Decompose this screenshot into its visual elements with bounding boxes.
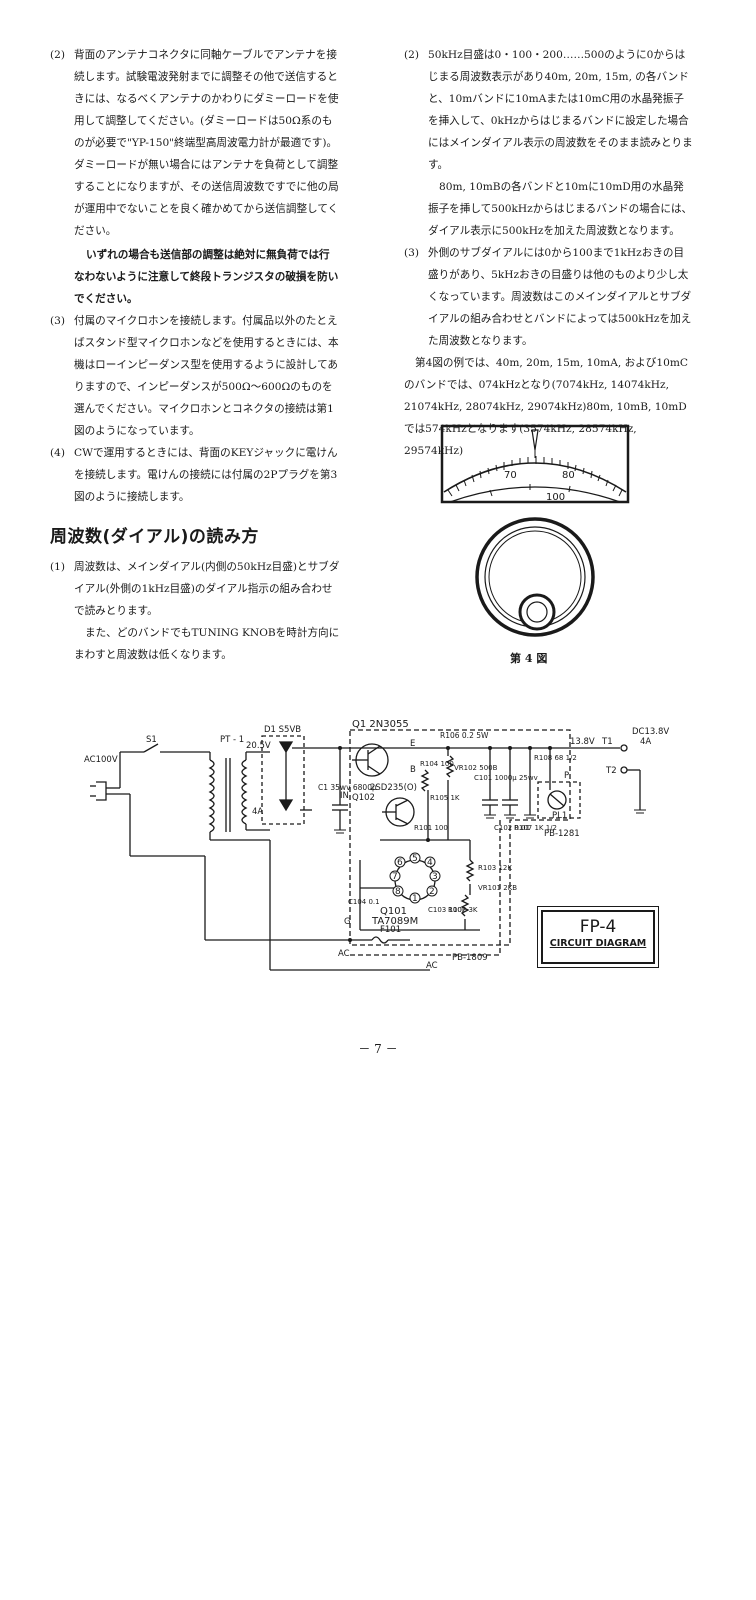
- dial-tick-70: 70: [504, 470, 517, 481]
- ic-pin-label: 2: [429, 887, 435, 897]
- figure-caption: 第 4 図: [510, 652, 548, 665]
- item-text: 付属のマイクロホンを接続します。付属品以外のたとえばスタンド型マイクロホンなどを…: [74, 315, 339, 437]
- circuit-subtitle: CIRCUIT DIAGRAM: [549, 938, 647, 949]
- label-q102a: 2SD235(O): [370, 783, 417, 793]
- label-in: IN: [340, 791, 349, 801]
- label-p: P: [564, 771, 569, 781]
- dial-window: 70 80 100: [440, 424, 630, 504]
- item-number: (1): [50, 561, 66, 573]
- label-vr101: VR101 2KB: [478, 884, 517, 892]
- tuning-knob: [475, 517, 595, 637]
- circuit-title: FP-4: [579, 917, 617, 937]
- label-r106: R106 0.2 5W: [440, 731, 489, 740]
- label-g: G: [344, 917, 351, 927]
- label-q102b: Q102: [352, 793, 375, 803]
- label-t1: T1: [601, 737, 613, 747]
- item-number: (3): [404, 247, 420, 259]
- item-text: 50kHz目盛は0・100・200……500のように0からはじまる周波数表示があ…: [428, 49, 693, 171]
- left-item-2: (2) 背面のアンテナコネクタに同軸ケーブルでアンテナを接続します。試験電波発射…: [50, 44, 340, 242]
- label-dc: DC13.8V: [632, 727, 669, 737]
- label-ac100v: AC100V: [84, 755, 118, 765]
- label-r107: R107 1K 1/2: [514, 824, 557, 832]
- label-d1: D1 S5VB: [264, 725, 301, 735]
- ic-pin-label: 5: [412, 854, 418, 864]
- right-paragraph-1: 80m, 10mBの各バンドと10mに10mD用の水晶発振子を挿して500kHz…: [428, 181, 693, 237]
- right-column: (2) 50kHz目盛は0・100・200……500のように0からはじまる周波数…: [404, 44, 694, 462]
- dial-figure: 70 80 100: [440, 424, 630, 637]
- section-title: 周波数(ダイアル)の読み方: [50, 527, 259, 547]
- label-dc-4a: 4A: [640, 737, 651, 747]
- label-q1: Q1 2N3055: [352, 719, 409, 730]
- right-item-2: (2) 50kHz目盛は0・100・200……500のように0からはじまる周波数…: [404, 44, 694, 176]
- item-number: (2): [404, 49, 420, 61]
- label-s1: S1: [146, 735, 157, 745]
- label-r108: R108 68 1/2: [534, 754, 577, 762]
- label-c103: C103 100P: [428, 906, 466, 914]
- label-t2: T2: [605, 766, 617, 776]
- label-q101b: TA7089M: [371, 916, 418, 927]
- item-text: 外側のサブダイアルには0から100まで1kHzおきの目盛りがあり、5kHzおきの…: [428, 247, 692, 347]
- left-column: (2) 背面のアンテナコネクタに同軸ケーブルでアンテナを接続します。試験電波発射…: [50, 44, 340, 508]
- section-item-1: (1) 周波数は、メインダイアル(内側の50kHz目盛)とサブダイアル(外側の1…: [50, 556, 340, 622]
- dial-tick-80: 80: [562, 470, 575, 481]
- section-paragraph: また、どのバンドでもTUNING KNOBを時計方向にまわすと周波数は低くなりま…: [74, 627, 340, 661]
- label-c101: C101 1000μ 25wv: [474, 774, 538, 782]
- item-text: 背面のアンテナコネクタに同軸ケーブルでアンテナを接続します。試験電波発射までに調…: [74, 49, 339, 237]
- ic-pin-label: 6: [397, 858, 403, 868]
- ic-pin-label: 8: [395, 887, 401, 897]
- label-r105: R105 1K: [430, 794, 460, 802]
- item-text: 周波数は、メインダイアル(内側の50kHz目盛)とサブダイアル(外側の1kHz目…: [74, 561, 340, 617]
- section-body: (1) 周波数は、メインダイアル(内側の50kHz目盛)とサブダイアル(外側の1…: [50, 556, 340, 666]
- dial-tick-100: 100: [546, 492, 565, 503]
- label-20-5v: 20.5V: [246, 741, 271, 751]
- label-e: E: [410, 739, 415, 749]
- label-r102: R102 3K: [448, 906, 478, 914]
- item-number: (2): [50, 49, 66, 61]
- circuit-title-box: FP-4 CIRCUIT DIAGRAM: [537, 906, 659, 968]
- left-item-4: (4) CWで運用するときには、背面のKEYジャックに電けんを接続します。電けん…: [50, 442, 340, 508]
- label-ac-2: AC: [426, 961, 438, 971]
- label-pb1809: PB-1809: [452, 953, 488, 963]
- label-f101: F101: [380, 925, 401, 935]
- label-q101a: Q101: [380, 906, 407, 917]
- label-r103: R103 12K: [478, 864, 512, 872]
- label-ac-1: AC: [338, 949, 350, 959]
- label-c102: C102 0.01: [494, 824, 530, 832]
- page-number: － 7 －: [358, 1042, 398, 1056]
- circuit-diagram: 5 6 4 7 3 8 2 1 AC100V S1 PT - 1 D1 S5VB…: [84, 719, 669, 971]
- item-number: (4): [50, 447, 66, 459]
- label-r104: R104 100: [420, 760, 454, 768]
- ic-pin-label: 4: [427, 858, 433, 868]
- label-c104: C104 0.1: [348, 898, 380, 906]
- item-number: (3): [50, 315, 66, 327]
- item-text: CWで運用するときには、背面のKEYジャックに電けんを接続します。電けんの接続に…: [74, 447, 338, 503]
- ic-pin-label: 1: [412, 894, 418, 904]
- label-c1: C1 35wv 6800μ: [318, 783, 377, 792]
- label-pl1: PL1: [552, 811, 567, 821]
- label-r101: R101 100: [414, 824, 448, 832]
- ic-pin-label: 3: [432, 872, 438, 882]
- warning-text: いずれの場合も送信部の調整は絶対に無負荷では行なわないように注意して終段トランジ…: [74, 249, 339, 305]
- label-pt1: PT - 1: [220, 735, 244, 745]
- ic-pin-label: 7: [392, 872, 398, 882]
- label-pb1281: PB-1281: [544, 829, 580, 839]
- right-item-3: (3) 外側のサブダイアルには0から100まで1kHzおきの目盛りがあり、5kH…: [404, 242, 694, 352]
- label-4a: 4A: [252, 807, 263, 817]
- label-13-8v: 13.8V: [570, 737, 595, 747]
- label-vr102: VR102 500B: [454, 764, 498, 772]
- label-b: B: [410, 765, 416, 775]
- left-item-3: (3) 付属のマイクロホンを接続します。付属品以外のたとえばスタンド型マイクロホ…: [50, 310, 340, 442]
